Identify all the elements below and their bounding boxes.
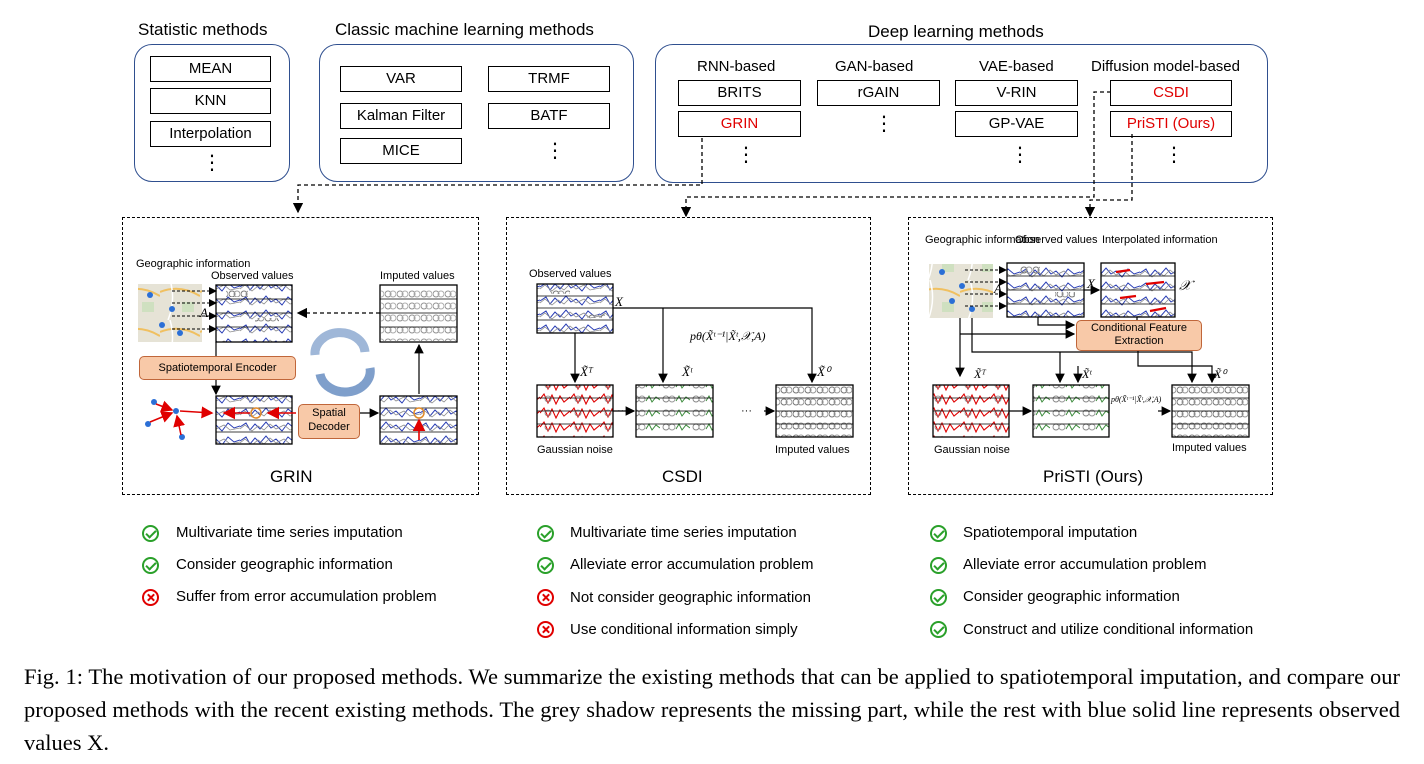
csdi-imputed-label: Imputed values (775, 444, 850, 456)
csdi-feature: Multivariate time series imputation (570, 524, 797, 541)
method-kalman-filter: Kalman Filter (340, 103, 462, 129)
csdi-feature: Alleviate error accumulation problem (570, 556, 814, 573)
statistic-methods-title: Statistic methods (138, 20, 268, 39)
deep-methods-title: Deep learning methods (868, 22, 1044, 41)
more-ellipsis: ⋮ (545, 140, 565, 162)
pristi-feature: Alleviate error accumulation problem (963, 556, 1207, 573)
csdi-xt-label: X̃ᵗ (682, 364, 693, 379)
grin-title: GRIN (270, 467, 313, 486)
cross-icon (142, 589, 159, 606)
csdi-feature: Use conditional information simply (570, 621, 798, 638)
grin-a-label: A (200, 305, 208, 320)
pristi-diagram (929, 262, 1250, 438)
grin-feature: Consider geographic information (176, 556, 393, 573)
rnn-based-title: RNN-based (697, 58, 776, 75)
pristi-xt-label: X̃ᵗ (1082, 367, 1092, 381)
check-icon (930, 525, 947, 542)
method-trmf: TRMF (488, 66, 610, 92)
csdi-observed-label: Observed values (529, 268, 612, 280)
more-ellipsis: ⋮ (736, 144, 756, 166)
pristi-title: PriSTI (Ours) (1043, 467, 1144, 486)
csdi-noise-label: Gaussian noise (537, 444, 613, 456)
method-brits: BRITS (678, 80, 801, 106)
csdi-title: CSDI (662, 467, 703, 486)
method-mean: MEAN (150, 56, 271, 82)
csdi-feature: Not consider geographic information (570, 589, 811, 606)
check-icon (930, 557, 947, 574)
method-pristi: PriSTI (Ours) (1110, 111, 1232, 137)
method-var: VAR (340, 66, 462, 92)
pristi-imputed-label: Imputed values (1172, 442, 1247, 454)
pristi-geo-label: Geographic information (925, 234, 1040, 246)
csdi-diagram (536, 283, 854, 438)
pristi-x0-label: X̃⁰ (1214, 367, 1227, 381)
grin-imputed-label: Imputed values (380, 270, 455, 282)
pristi-x-label: X (1087, 276, 1095, 291)
pristi-a-label: A (994, 281, 1002, 296)
grin-observed-label: Observed values (211, 270, 294, 282)
pristi-noise-label: Gaussian noise (934, 444, 1010, 456)
grin-diagram (138, 284, 458, 445)
more-ellipsis: ⋮ (202, 152, 222, 174)
statistic-methods-group: MEAN KNN Interpolation ⋮ (134, 44, 290, 182)
check-icon (142, 557, 159, 574)
pristi-feature: Spatiotemporal imputation (963, 524, 1138, 541)
pristi-formula: pθ(X̃ᵗ⁻¹|X̃ᵗ,𝒳,A) (1111, 395, 1162, 404)
gan-based-title: GAN-based (835, 58, 914, 75)
pristi-panel (908, 217, 1273, 495)
pristi-xT-label: X̃ᵀ (974, 367, 986, 381)
grin-geo-label: Geographic information (136, 258, 251, 270)
csdi-dots: ··· (741, 405, 752, 417)
check-icon (930, 621, 947, 638)
diffusion-based-title: Diffusion model-based (1091, 58, 1240, 75)
method-batf: BATF (488, 103, 610, 129)
grin-feature: Multivariate time series imputation (176, 524, 403, 541)
grin-encoder-box: Spatiotemporal Encoder (139, 356, 296, 380)
classic-methods-title: Classic machine learning methods (335, 20, 594, 39)
pristi-interp-label: Interpolated information (1102, 234, 1218, 246)
csdi-panel (506, 217, 871, 495)
method-interpolation: Interpolation (150, 121, 271, 147)
check-icon (537, 557, 554, 574)
cross-icon (537, 621, 554, 638)
grin-decoder-box: Spatial Decoder (298, 404, 360, 439)
method-csdi: CSDI (1110, 80, 1232, 106)
csdi-xT-label: X̃ᵀ (580, 364, 593, 379)
more-ellipsis: ⋮ (874, 113, 894, 135)
cross-icon (537, 589, 554, 606)
method-v-rin: V-RIN (955, 80, 1078, 106)
deep-methods-group: RNN-based BRITS GRIN ⋮ GAN-based rGAIN ⋮… (655, 44, 1268, 183)
pristi-cond-box: Conditional Feature Extraction (1076, 320, 1202, 351)
pristi-feature: Construct and utilize conditional inform… (963, 621, 1254, 638)
method-grin: GRIN (678, 111, 801, 137)
more-ellipsis: ⋮ (1010, 144, 1030, 166)
method-gp-vae: GP-VAE (955, 111, 1078, 137)
more-ellipsis: ⋮ (1164, 144, 1184, 166)
pristi-observed-label: Observed values (1015, 234, 1098, 246)
csdi-formula: pθ(X̃ᵗ⁻¹|X̃ᵗ,𝒳,A) (690, 329, 766, 343)
method-rgain: rGAIN (817, 80, 940, 106)
vae-based-title: VAE-based (979, 58, 1054, 75)
csdi-x0-label: X̃⁰ (817, 364, 831, 379)
check-icon (142, 525, 159, 542)
check-icon (537, 525, 554, 542)
csdi-dots: ··· (617, 405, 628, 417)
figure-caption: Fig. 1: The motivation of our proposed m… (24, 664, 1400, 755)
classic-methods-group: VAR TRMF Kalman Filter BATF MICE ⋮ (319, 44, 634, 182)
method-knn: KNN (150, 88, 271, 114)
pristi-calx-label: 𝒳 (1179, 279, 1192, 294)
method-mice: MICE (340, 138, 462, 164)
csdi-x-label: X (615, 294, 623, 309)
pristi-feature: Consider geographic information (963, 588, 1180, 605)
check-icon (930, 589, 947, 606)
grin-feature: Suffer from error accumulation problem (176, 588, 437, 605)
grin-panel (122, 217, 479, 495)
